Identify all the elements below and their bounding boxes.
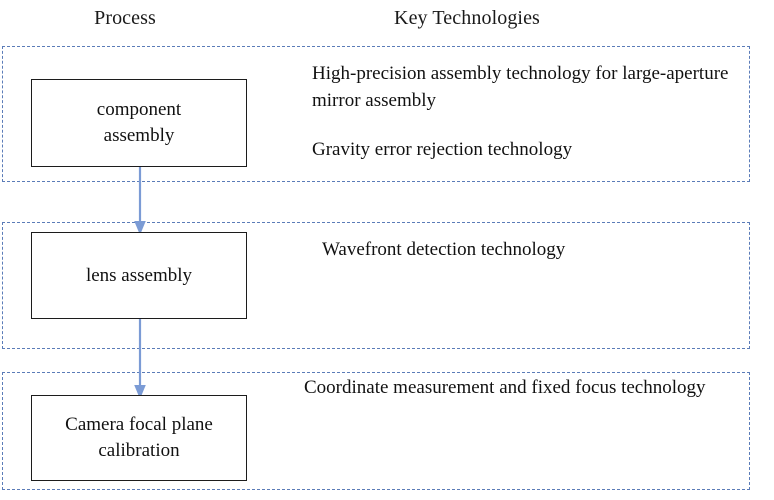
- process-box-label: component assembly: [96, 99, 182, 146]
- technology-item: Wavefront detection technology: [322, 239, 566, 260]
- process-row-band-1: [2, 46, 750, 182]
- technology-item: Coordinate measurement and fixed focus t…: [304, 377, 706, 398]
- process-box-label: lens assembly: [85, 264, 193, 286]
- technology-item: Gravity error rejection technology: [312, 139, 573, 160]
- process-box-label: Camera focal plane calibration: [65, 414, 213, 461]
- process-row-band-2: [2, 222, 750, 349]
- column-header-process: Process: [94, 7, 156, 29]
- technology-list-row-3: Coordinate measurement and fixed focus t…: [304, 374, 744, 401]
- process-box-component-assembly[interactable]: component assembly: [31, 79, 247, 167]
- technology-list-row-1: High-precision assembly technology for l…: [312, 60, 742, 163]
- process-box-lens-assembly[interactable]: lens assembly: [31, 232, 247, 319]
- technology-list-row-2: Wavefront detection technology: [322, 236, 742, 263]
- process-row-band-3: [2, 372, 750, 490]
- column-header-key-technologies: Key Technologies: [394, 7, 540, 29]
- process-box-camera-focal-plane-calibration[interactable]: Camera focal plane calibration: [31, 395, 247, 481]
- technology-item: High-precision assembly technology for l…: [312, 63, 729, 111]
